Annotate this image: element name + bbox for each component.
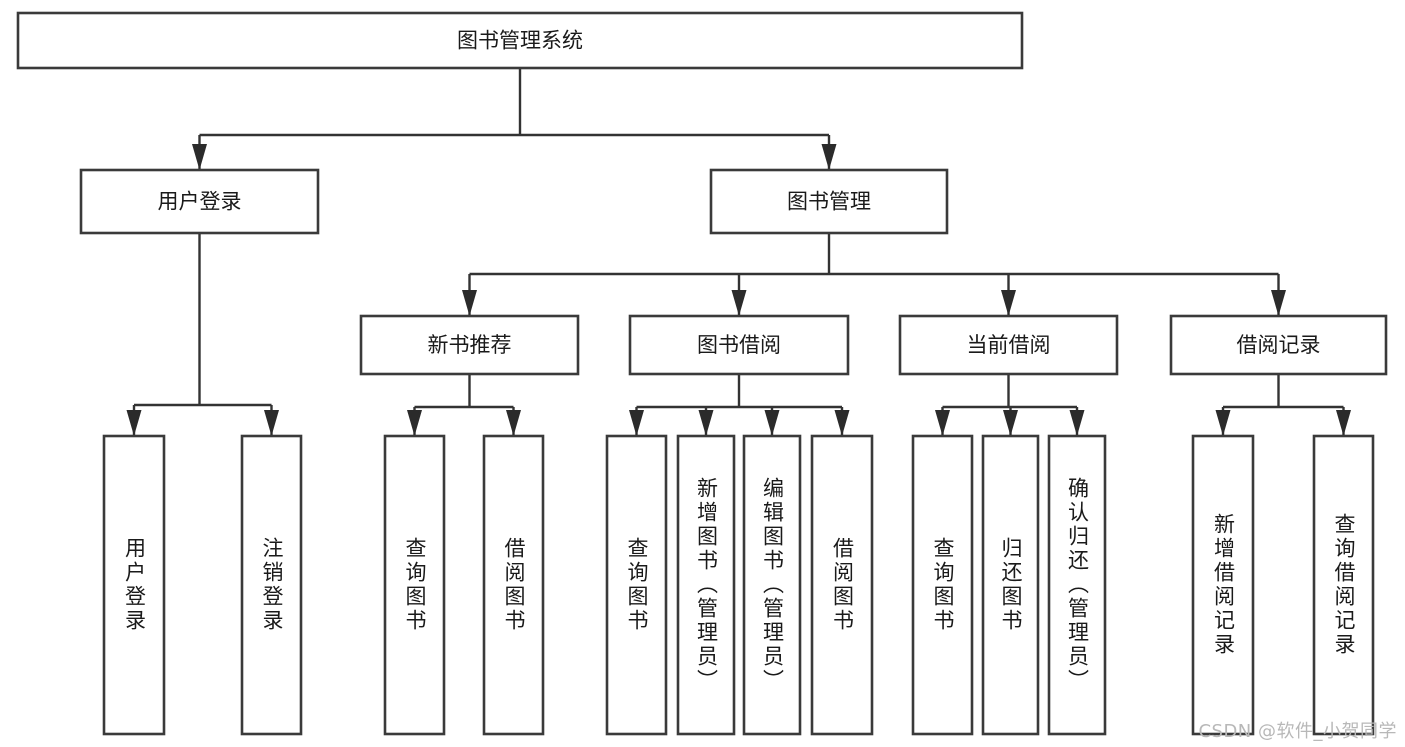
connector-lines-group bbox=[126, 68, 1351, 436]
arrow-head-icon bbox=[462, 290, 477, 316]
node-leaf-0[interactable] bbox=[102, 434, 166, 736]
node-leaf-8[interactable] bbox=[911, 434, 974, 736]
node-leaf-6[interactable] bbox=[742, 434, 802, 736]
arrow-head-icon bbox=[506, 410, 521, 436]
node-level2-0[interactable] bbox=[79, 168, 320, 235]
node-level3-1-label: 图书借阅 bbox=[697, 333, 781, 357]
arrow-head-icon bbox=[264, 410, 279, 436]
arrow-head-icon bbox=[126, 410, 142, 436]
node-leaf-4[interactable] bbox=[605, 434, 668, 736]
arrow-head-icon bbox=[1069, 410, 1085, 436]
node-root-system[interactable] bbox=[16, 11, 1024, 70]
node-leaf-2[interactable] bbox=[383, 434, 446, 736]
node-level3-2-label: 当前借阅 bbox=[967, 333, 1051, 357]
node-level3-2[interactable] bbox=[898, 314, 1119, 376]
node-level3-3[interactable] bbox=[1169, 314, 1388, 376]
node-level2-1[interactable] bbox=[709, 168, 949, 235]
node-level2-1-label: 图书管理 bbox=[787, 190, 871, 214]
arrow-head-icon bbox=[1001, 290, 1016, 316]
arrow-head-icon bbox=[698, 410, 714, 436]
node-level2-0-label: 用户登录 bbox=[158, 190, 242, 214]
node-leaf-10[interactable] bbox=[1047, 434, 1107, 736]
arrow-head-icon bbox=[821, 144, 837, 170]
node-leaf-9[interactable] bbox=[981, 434, 1040, 736]
node-leaf-11[interactable] bbox=[1191, 434, 1255, 736]
arrow-head-icon bbox=[1003, 410, 1018, 436]
node-leaf-1[interactable] bbox=[240, 434, 303, 736]
arrow-head-icon bbox=[1271, 290, 1286, 316]
arrow-head-icon bbox=[192, 144, 207, 170]
node-leaf-7[interactable] bbox=[810, 434, 874, 736]
arrow-head-icon bbox=[1336, 410, 1351, 436]
arrow-head-icon bbox=[629, 410, 644, 436]
node-level3-0-label: 新书推荐 bbox=[428, 333, 512, 357]
arrow-head-icon bbox=[935, 410, 950, 436]
watermark-text: CSDN @软件_小贺同学 bbox=[1198, 721, 1397, 742]
node-leaf-3[interactable] bbox=[482, 434, 545, 736]
arrow-head-icon bbox=[764, 410, 780, 436]
node-leaf-12[interactable] bbox=[1312, 434, 1375, 736]
node-root-system-label: 图书管理系统 bbox=[457, 29, 583, 53]
arrow-head-icon bbox=[407, 410, 422, 436]
arrow-head-icon bbox=[834, 410, 850, 436]
node-leaf-5[interactable] bbox=[676, 434, 736, 736]
node-level3-1[interactable] bbox=[628, 314, 850, 376]
node-level3-3-label: 借阅记录 bbox=[1237, 333, 1321, 357]
node-level3-0[interactable] bbox=[359, 314, 580, 376]
arrow-head-icon bbox=[1215, 410, 1231, 436]
arrow-head-icon bbox=[731, 290, 747, 316]
